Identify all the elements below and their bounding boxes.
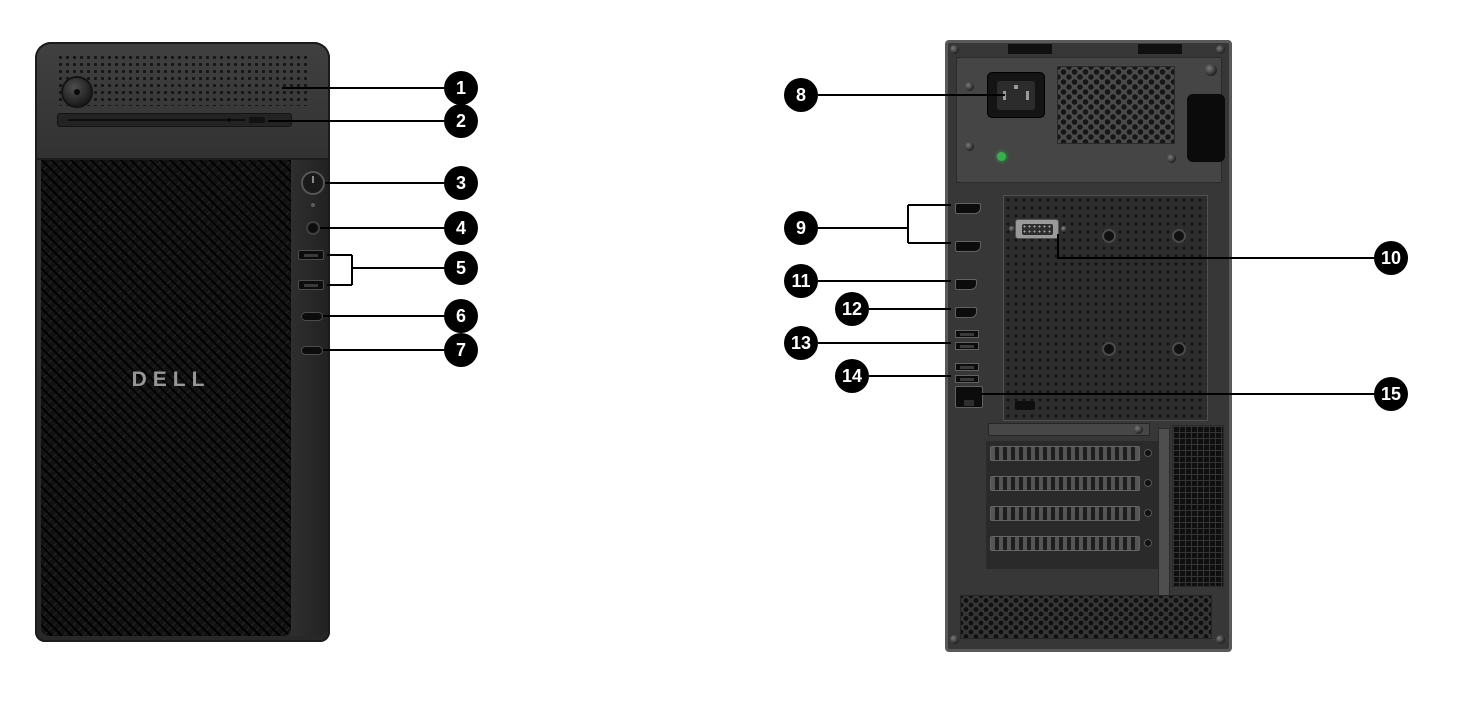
callout-2: 2 (444, 104, 478, 138)
displayport-1 (955, 203, 981, 214)
front-top-panel (37, 44, 328, 160)
inlet-pin (1014, 85, 1018, 89)
callout-11: 11 (784, 264, 818, 298)
expansion-slot-cover-2 (990, 476, 1140, 491)
expansion-slot-cover-4 (990, 536, 1140, 551)
screw (1216, 45, 1225, 54)
callout-1: 1 (444, 71, 478, 105)
chassis-tab (1008, 44, 1052, 54)
optical-drive-pinhole (227, 118, 231, 122)
optical-drive-eject-button (249, 117, 265, 123)
usb-a-port-rear-1 (955, 330, 979, 338)
activity-led (311, 203, 315, 207)
serial-port-screw (1009, 226, 1015, 232)
callout-15: 15 (1374, 377, 1408, 411)
serial-port-screw (1061, 226, 1067, 232)
headset-jack-port (306, 221, 320, 235)
usb-c-port-2 (301, 346, 323, 355)
screw (965, 142, 974, 151)
expansion-slot-cover-1 (990, 446, 1140, 461)
usb-a-port-rear-2 (955, 342, 979, 350)
power-inlet (987, 72, 1045, 118)
screw (1167, 154, 1176, 163)
callout-5: 5 (444, 251, 478, 285)
slot-cover-hole (1144, 479, 1152, 487)
security-slot (1015, 401, 1035, 410)
ethernet-port (955, 386, 983, 408)
usb-c-port-1 (301, 312, 323, 321)
back-view-illustration (945, 40, 1232, 652)
mount-hole (1172, 229, 1186, 243)
callout-8: 8 (784, 78, 818, 112)
psu-release-handle (1187, 94, 1225, 162)
usb-a-port-rear-4 (955, 375, 979, 383)
callout-7: 7 (444, 333, 478, 367)
screw (950, 45, 959, 54)
chassis-tab (1138, 44, 1182, 54)
power-supply-unit (956, 57, 1225, 183)
chassis-rail (1158, 428, 1170, 600)
expansion-slot-cover-3 (990, 506, 1140, 521)
callout-14: 14 (835, 359, 869, 393)
callout-10: 10 (1374, 241, 1408, 275)
front-port-strip (291, 160, 328, 636)
callout-4: 4 (444, 211, 478, 245)
inlet-pin (1026, 91, 1029, 100)
psu-vent-grille (1057, 66, 1175, 144)
screw (1205, 64, 1217, 76)
rear-bottom-vent (960, 595, 1212, 639)
displayport-2 (955, 241, 981, 252)
inlet-pin (1003, 91, 1006, 100)
front-mesh-panel (41, 160, 291, 636)
callout-6: 6 (444, 299, 478, 333)
usb-a-port-1 (298, 250, 324, 260)
usb-a-port-2 (298, 280, 324, 290)
video-port-4 (955, 307, 977, 318)
psu-diagnostic-led (997, 152, 1006, 161)
mount-hole (1102, 229, 1116, 243)
slot-cover-hole (1144, 449, 1152, 457)
video-port-3 (955, 279, 977, 290)
screw (965, 82, 974, 91)
optical-drive-slot (57, 113, 292, 127)
power-inlet-socket (997, 81, 1035, 110)
screw (1134, 425, 1143, 434)
mount-hole (1102, 342, 1116, 356)
callout-3: 3 (444, 166, 478, 200)
rear-side-vent (1172, 425, 1224, 587)
round-vent-feature (61, 76, 93, 108)
usb-a-port-rear-3 (955, 363, 979, 371)
callout-9: 9 (784, 211, 818, 245)
screw (1216, 635, 1225, 644)
front-view-illustration: DELL (35, 42, 330, 642)
slot-cover-hole (1144, 509, 1152, 517)
slot-cover-hole (1144, 539, 1152, 547)
callout-13: 13 (784, 326, 818, 360)
slot-retention-latch (988, 423, 1150, 436)
dell-logo: DELL (131, 368, 211, 391)
screw (950, 635, 959, 644)
callout-12: 12 (835, 292, 869, 326)
power-button (301, 171, 325, 195)
mount-hole (1172, 342, 1186, 356)
serial-port (1015, 219, 1059, 239)
top-vent-grille (57, 54, 309, 106)
